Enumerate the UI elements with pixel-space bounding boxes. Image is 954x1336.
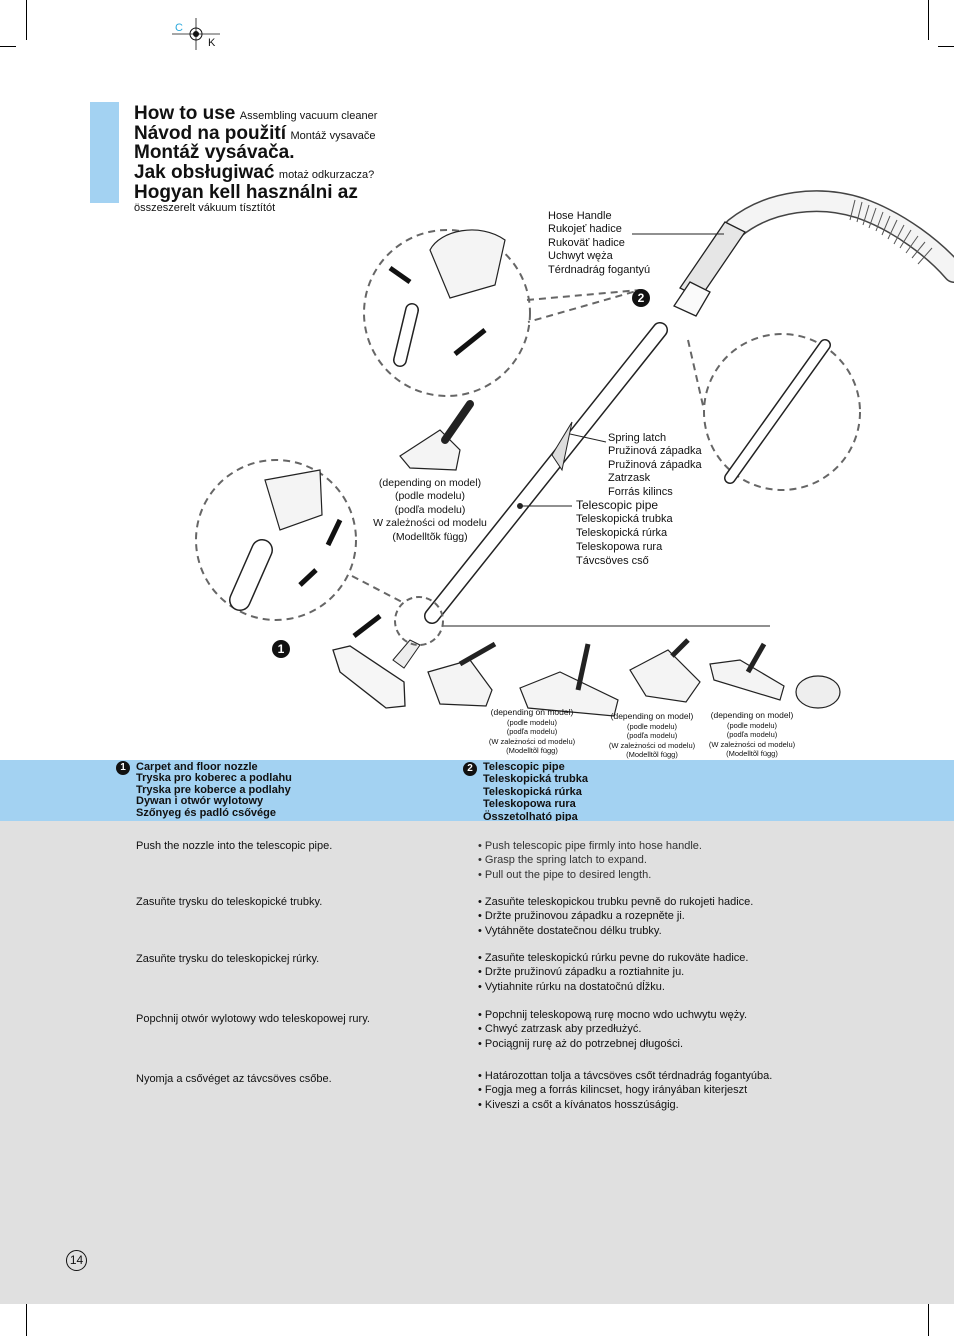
depending-on-model-label: (depending on model)(podle modelu) (podľ…: [373, 477, 487, 543]
title-sub: Assembling vacuum cleaner: [239, 110, 378, 122]
title-main: How to use: [134, 103, 236, 124]
assembly-illustration: [195, 190, 954, 717]
crop-mark: [26, 1296, 27, 1336]
section-tab: [90, 102, 119, 203]
crop-mark: [928, 1296, 929, 1336]
title-sub: motaż odkurzacza?: [278, 169, 375, 181]
instruction-left: Zasuňte trysku do teleskopickej rúrky.: [136, 953, 320, 965]
title-line: How to use Assembling vacuum cleaner: [134, 104, 377, 123]
page-number: 14: [66, 1250, 87, 1271]
marker-one-icon: 1: [116, 761, 130, 775]
instruction-bullets: • Push telescopic pipe firmly into hose …: [478, 840, 702, 881]
title-main: Návod na použití: [134, 123, 286, 144]
crop-mark: [0, 46, 16, 47]
instruction-left: Nyomja a csővéget az távcsöves csőbe.: [136, 1073, 332, 1085]
crop-mark: [928, 0, 929, 40]
instruction-bullets: • Zasuňte teleskopickou trubku pevně do …: [478, 896, 754, 937]
instructions-panel: [0, 821, 954, 1304]
marker-one-icon: 1: [272, 640, 290, 658]
registration-k: K: [208, 37, 216, 49]
title-tail: összeszerelt vákuum tísztítót: [134, 202, 276, 214]
title-line: Hogyan kell használni az: [134, 183, 358, 202]
marker-two-icon: 2: [463, 762, 477, 776]
title-main: Montáž vysávača.: [134, 142, 295, 163]
title-line: Montáž vysávača.: [134, 143, 295, 162]
crop-mark: [26, 0, 27, 40]
title-line: Návod na použití Montáž vysavače: [134, 124, 375, 143]
title-sub: Montáž vysavače: [290, 130, 376, 142]
title-main: Hogyan kell használni az: [134, 182, 358, 203]
crop-mark: [938, 46, 954, 47]
marker-two-icon: 2: [632, 289, 650, 307]
section-heading-band: [0, 760, 954, 821]
depending-on-model-label-small: (depending on model)(podle modelu) (podľ…: [608, 711, 696, 759]
depending-on-model-label-small: (depending on model)(podle modelu) (podľ…: [708, 710, 796, 758]
title-line: Jak obsługiwać motaż odkurzacza?: [134, 163, 374, 182]
instruction-bullets: • Határozottan tolja a távcsöves csőt té…: [478, 1070, 773, 1111]
registration-c: C: [175, 22, 183, 34]
instruction-left: Push the nozzle into the telescopic pipe…: [136, 840, 333, 852]
instruction-bullets: • Zasuňte teleskopickú rúrku pevne do ru…: [478, 952, 749, 993]
instruction-left: Popchnij otwór wylotowy wdo teleskopowej…: [136, 1013, 370, 1025]
instruction-left: Zasuňte trysku do teleskopické trubky.: [136, 896, 323, 908]
depending-on-model-label-small: (depending on model)(podle modelu) (podľ…: [488, 707, 576, 755]
registration-mark-icon: [172, 18, 220, 50]
title-main: Jak obsługiwać: [134, 162, 275, 183]
instruction-bullets: • Popchnij teleskopową rurę mocno wdo uc…: [478, 1009, 748, 1050]
